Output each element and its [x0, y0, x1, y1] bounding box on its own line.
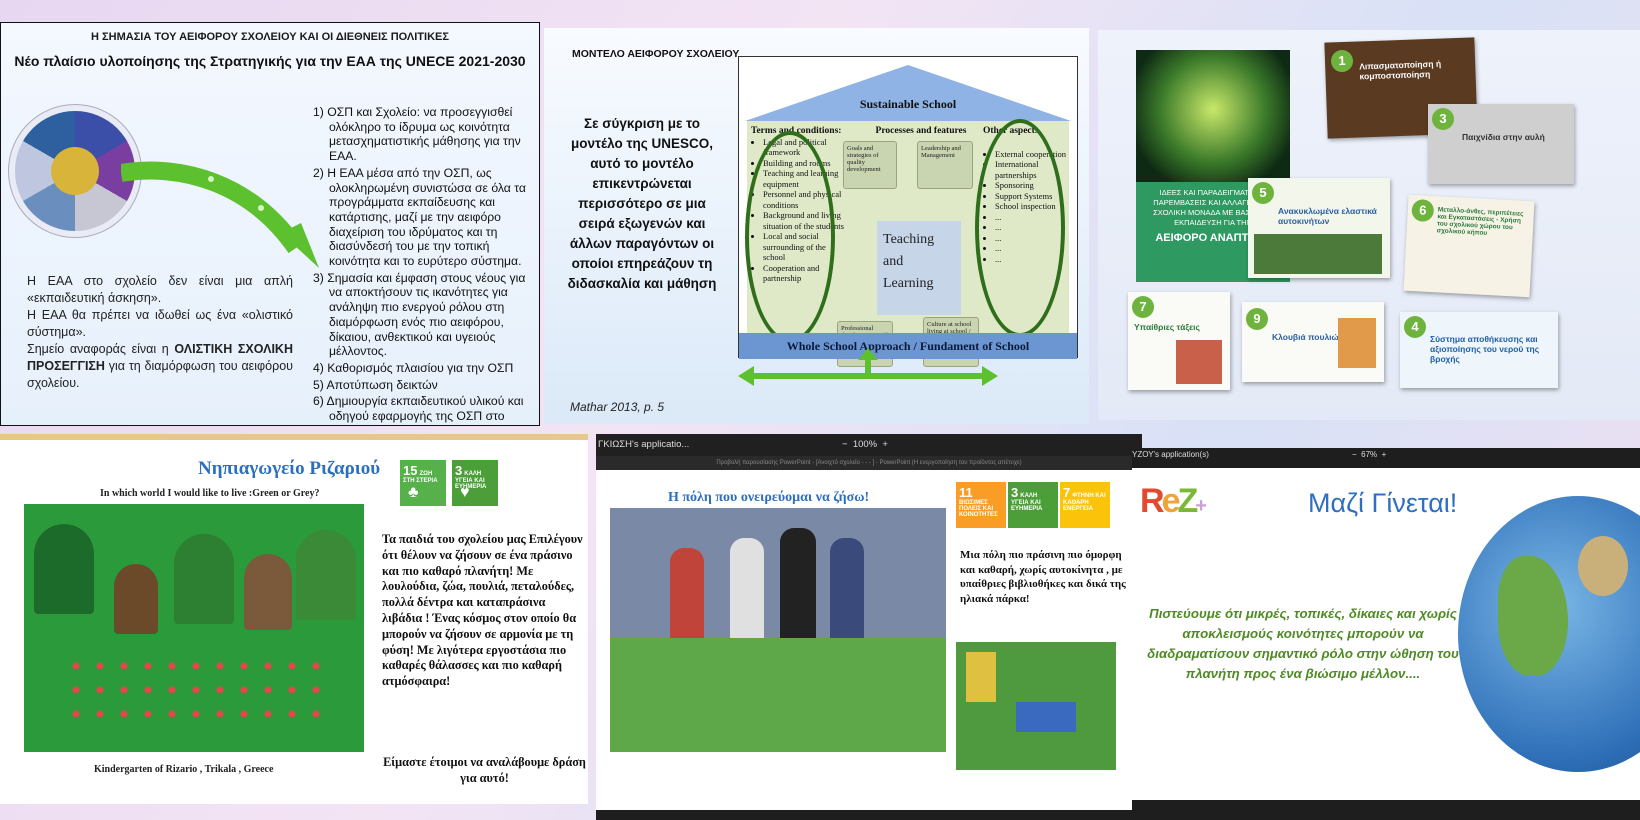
- goals-box: Goals and strategies of quality developm…: [843, 141, 897, 189]
- thumb-5[interactable]: 5 Ανακυκλωμένα ελαστικά αυτοκινήτων: [1248, 178, 1390, 278]
- processes-heading: Processes and features: [875, 126, 967, 136]
- horizontal-arrow-icon: [738, 348, 998, 386]
- whole-institution-wheel-image: [15, 111, 135, 231]
- slide-title: ΜΟΝΤΕΛΟ ΑΕΙΦΟΡΟΥ ΣΧΟΛΕΙΟΥ: [572, 48, 740, 60]
- children-city-model-photo: [610, 508, 946, 752]
- slide-text: Μια πόλη πιο πράσινη πιο όμορφη και καθα…: [960, 549, 1126, 605]
- leadership-box: Leadership and Management: [917, 141, 973, 189]
- school-model-diagram: Sustainable School Terms and conditions:…: [738, 56, 1078, 367]
- thumb-title: Κλουβιά πουλιών: [1272, 332, 1344, 342]
- window-title-bar: ΓΚΙΩΣΗ's applicatio... − 100% +: [596, 434, 1142, 456]
- book-title: ΑΕΙΦΟΡΟ ΑΝΑΠΤΥΞΗ: [1155, 232, 1271, 244]
- shared-window-powerpoint: ΓΚΙΩΣΗ's applicatio... − 100% + Προβολή …: [596, 434, 1142, 820]
- list-item: 5) Αποτύπωση δεικτών: [313, 377, 438, 392]
- list-item: 2) Η ΕΑΑ μέσα από την ΟΣΠ, ως ολοκληρωμέ…: [313, 165, 526, 269]
- thumb-title: Μεταλλο-άνθες, περιπέτειες και Εγκαταστά…: [1436, 206, 1524, 237]
- tree-book-image: [1136, 50, 1290, 182]
- slide-subtitle: In which world I would like to live :Gre…: [100, 488, 320, 499]
- thumb-3[interactable]: 3 Παιχνίδια στην αυλή: [1428, 104, 1574, 184]
- slide-title: Νηπιαγωγείο Ριζαριού: [198, 458, 381, 479]
- thumb-7[interactable]: 7 Υπαίθριες τάξεις: [1128, 292, 1230, 390]
- slide-subheading: Νέο πλαίσιο υλοποίησης της Στρατηγικής γ…: [14, 53, 526, 69]
- thumb-title: Σύστημα αποθήκευσης και αξιοποίησης του …: [1430, 334, 1540, 364]
- left-paragraph-3: Σημείο αναφοράς είναι η ΟΛΙΣΤΙΚΗ ΣΧΟΛΙΚΗ…: [27, 342, 293, 390]
- slide-title: Η πόλη που ονειρεύομαι να ζήσω!: [668, 490, 870, 505]
- shared-window-rez: ΥΖΟΥ's application(s) − 67% + ReZ+ Μαζί …: [1132, 448, 1640, 820]
- thumb-title: Ανακυκλωμένα ελαστικά αυτοκινήτων: [1278, 206, 1377, 226]
- list-item: 1) ΟΣΠ και Σχολείο: να προσεγγισθεί ολόκ…: [313, 105, 521, 164]
- slide-title: Μαζί Γίνεται!: [1308, 488, 1458, 518]
- presentation-bar: Προβολή παρουσίασης PowerPoint - [Ανοιχτ…: [596, 456, 1142, 470]
- globe-illustration: [1458, 496, 1640, 772]
- slide-text: Σε σύγκριση με το μοντέλο της UNESCO, αυ…: [567, 116, 717, 291]
- slide-closing-text: Είμαστε έτοιμοι να αναλάβουμε δράση για …: [383, 755, 586, 785]
- list-item: 4) Καθορισμός πλαισίου για την ΟΣΠ: [313, 360, 514, 375]
- left-paragraph-2: Η ΕΑΑ θα πρέπει να ιδωθεί ως ένα «ολιστι…: [27, 308, 293, 339]
- thumb-title: Παιχνίδια στην αυλή: [1462, 132, 1545, 142]
- zoom-control[interactable]: − 67% +: [1352, 450, 1387, 459]
- thumb-title: Υπαίθριες τάξεις: [1134, 322, 1200, 332]
- thumb-6[interactable]: 6 Μεταλλο-άνθες, περιπέτειες και Εγκατασ…: [1403, 194, 1535, 298]
- green-world-model-photo: [24, 504, 364, 752]
- strategy-list: 1) ΟΣΠ και Σχολείο: να προσεγγισθεί ολόκ…: [313, 105, 535, 425]
- slide-ideas-examples: ΙΔΕΕΣ ΚΑΙ ΠΑΡΑΔΕΙΓΜΑΤΑ ΓΙΑ ΠΑΡΕΜΒΑΣΕΙΣ Κ…: [1098, 30, 1640, 420]
- app-label: ΥΖΟΥ's application(s): [1132, 450, 1209, 459]
- city-model-closeup-photo: [956, 642, 1116, 770]
- terms-ellipse: [745, 131, 835, 343]
- foundation-bar: Whole School Approach / Fundament of Sch…: [739, 333, 1077, 359]
- teaching-learning-box: Teaching and Learning: [877, 221, 961, 315]
- sdg-11-badge: 11ΒΙΩΣΙΜΕΣ ΠΟΛΕΙΣ ΚΑΙ ΚΟΙΝΟΤΗΤΕΣ: [956, 482, 1006, 528]
- thumb-title: Λιπασματοποίηση ή κομποστοποίηση: [1359, 58, 1442, 82]
- slide-text: Πιστεύουμε ότι μικρές, τοπικές, δίκαιες …: [1147, 606, 1459, 681]
- list-item: 3) Σημασία και έμφαση στους νέους για να…: [313, 270, 526, 359]
- slide-uncee-strategy: Η ΣΗΜΑΣΙΑ ΤΟΥ ΑΕΙΦΟΡΟΥ ΣΧΟΛΕΙΟΥ ΚΑΙ ΟΙ Δ…: [0, 22, 540, 426]
- window-title-bar: ΥΖΟΥ's application(s) − 67% +: [1132, 448, 1640, 462]
- slide-sustainable-school-model: ΜΟΝΤΕΛΟ ΑΕΙΦΟΡΟΥ ΣΧΟΛΕΙΟΥ Σε σύγκριση με…: [544, 28, 1089, 424]
- slide-kindergarten-rizario: Νηπιαγωγείο Ριζαριού In which world I wo…: [0, 434, 588, 804]
- left-paragraph-1: Η ΕΑΑ στο σχολείο δεν είναι μια απλή «εκ…: [27, 274, 293, 305]
- slide-together: ReZ+ Μαζί Γίνεται! Πιστεύουμε ότι μικρές…: [1132, 468, 1640, 800]
- app-label: ΓΚΙΩΣΗ's applicatio...: [598, 439, 690, 450]
- other-ellipse: [975, 119, 1065, 337]
- citation: Mathar 2013, p. 5: [570, 400, 665, 414]
- slide-body-text: Τα παιδιά του σχολείου μας Επιλέγουν ότι…: [382, 532, 583, 689]
- roof-shape: [745, 65, 1071, 121]
- wheel-core: [51, 147, 99, 195]
- photo-caption: Kindergarten of Rizario , Trikala , Gree…: [94, 764, 274, 775]
- rez-logo: ReZ+: [1140, 482, 1207, 520]
- roof-label: Sustainable School: [859, 97, 957, 111]
- zoom-control[interactable]: − 100% +: [842, 439, 888, 450]
- thumb-4[interactable]: 4 Σύστημα αποθήκευσης και αξιοποίησης το…: [1400, 312, 1558, 388]
- left-text-block: Η ΕΑΑ στο σχολείο δεν είναι μια απλή «εκ…: [27, 273, 293, 392]
- curved-arrow-icon: [121, 161, 319, 268]
- list-item: 6) Δημιουργία εκπαιδευτικού υλικού και ο…: [313, 394, 524, 425]
- slide-heading: Η ΣΗΜΑΣΙΑ ΤΟΥ ΑΕΙΦΟΡΟΥ ΣΧΟΛΕΙΟΥ ΚΑΙ ΟΙ Δ…: [91, 31, 449, 43]
- book-caption: ΙΔΕΕΣ ΚΑΙ ΠΑΡΑΔΕΙΓΜΑΤΑ ΓΙΑ ΠΑΡΕΜΒΑΣΕΙΣ Κ…: [1153, 188, 1273, 227]
- slide-dream-city: Η πόλη που ονειρεύομαι να ζήσω! 11ΒΙΩΣΙΜ…: [596, 470, 1142, 810]
- thumb-9[interactable]: 9 Κλουβιά πουλιών: [1242, 302, 1384, 382]
